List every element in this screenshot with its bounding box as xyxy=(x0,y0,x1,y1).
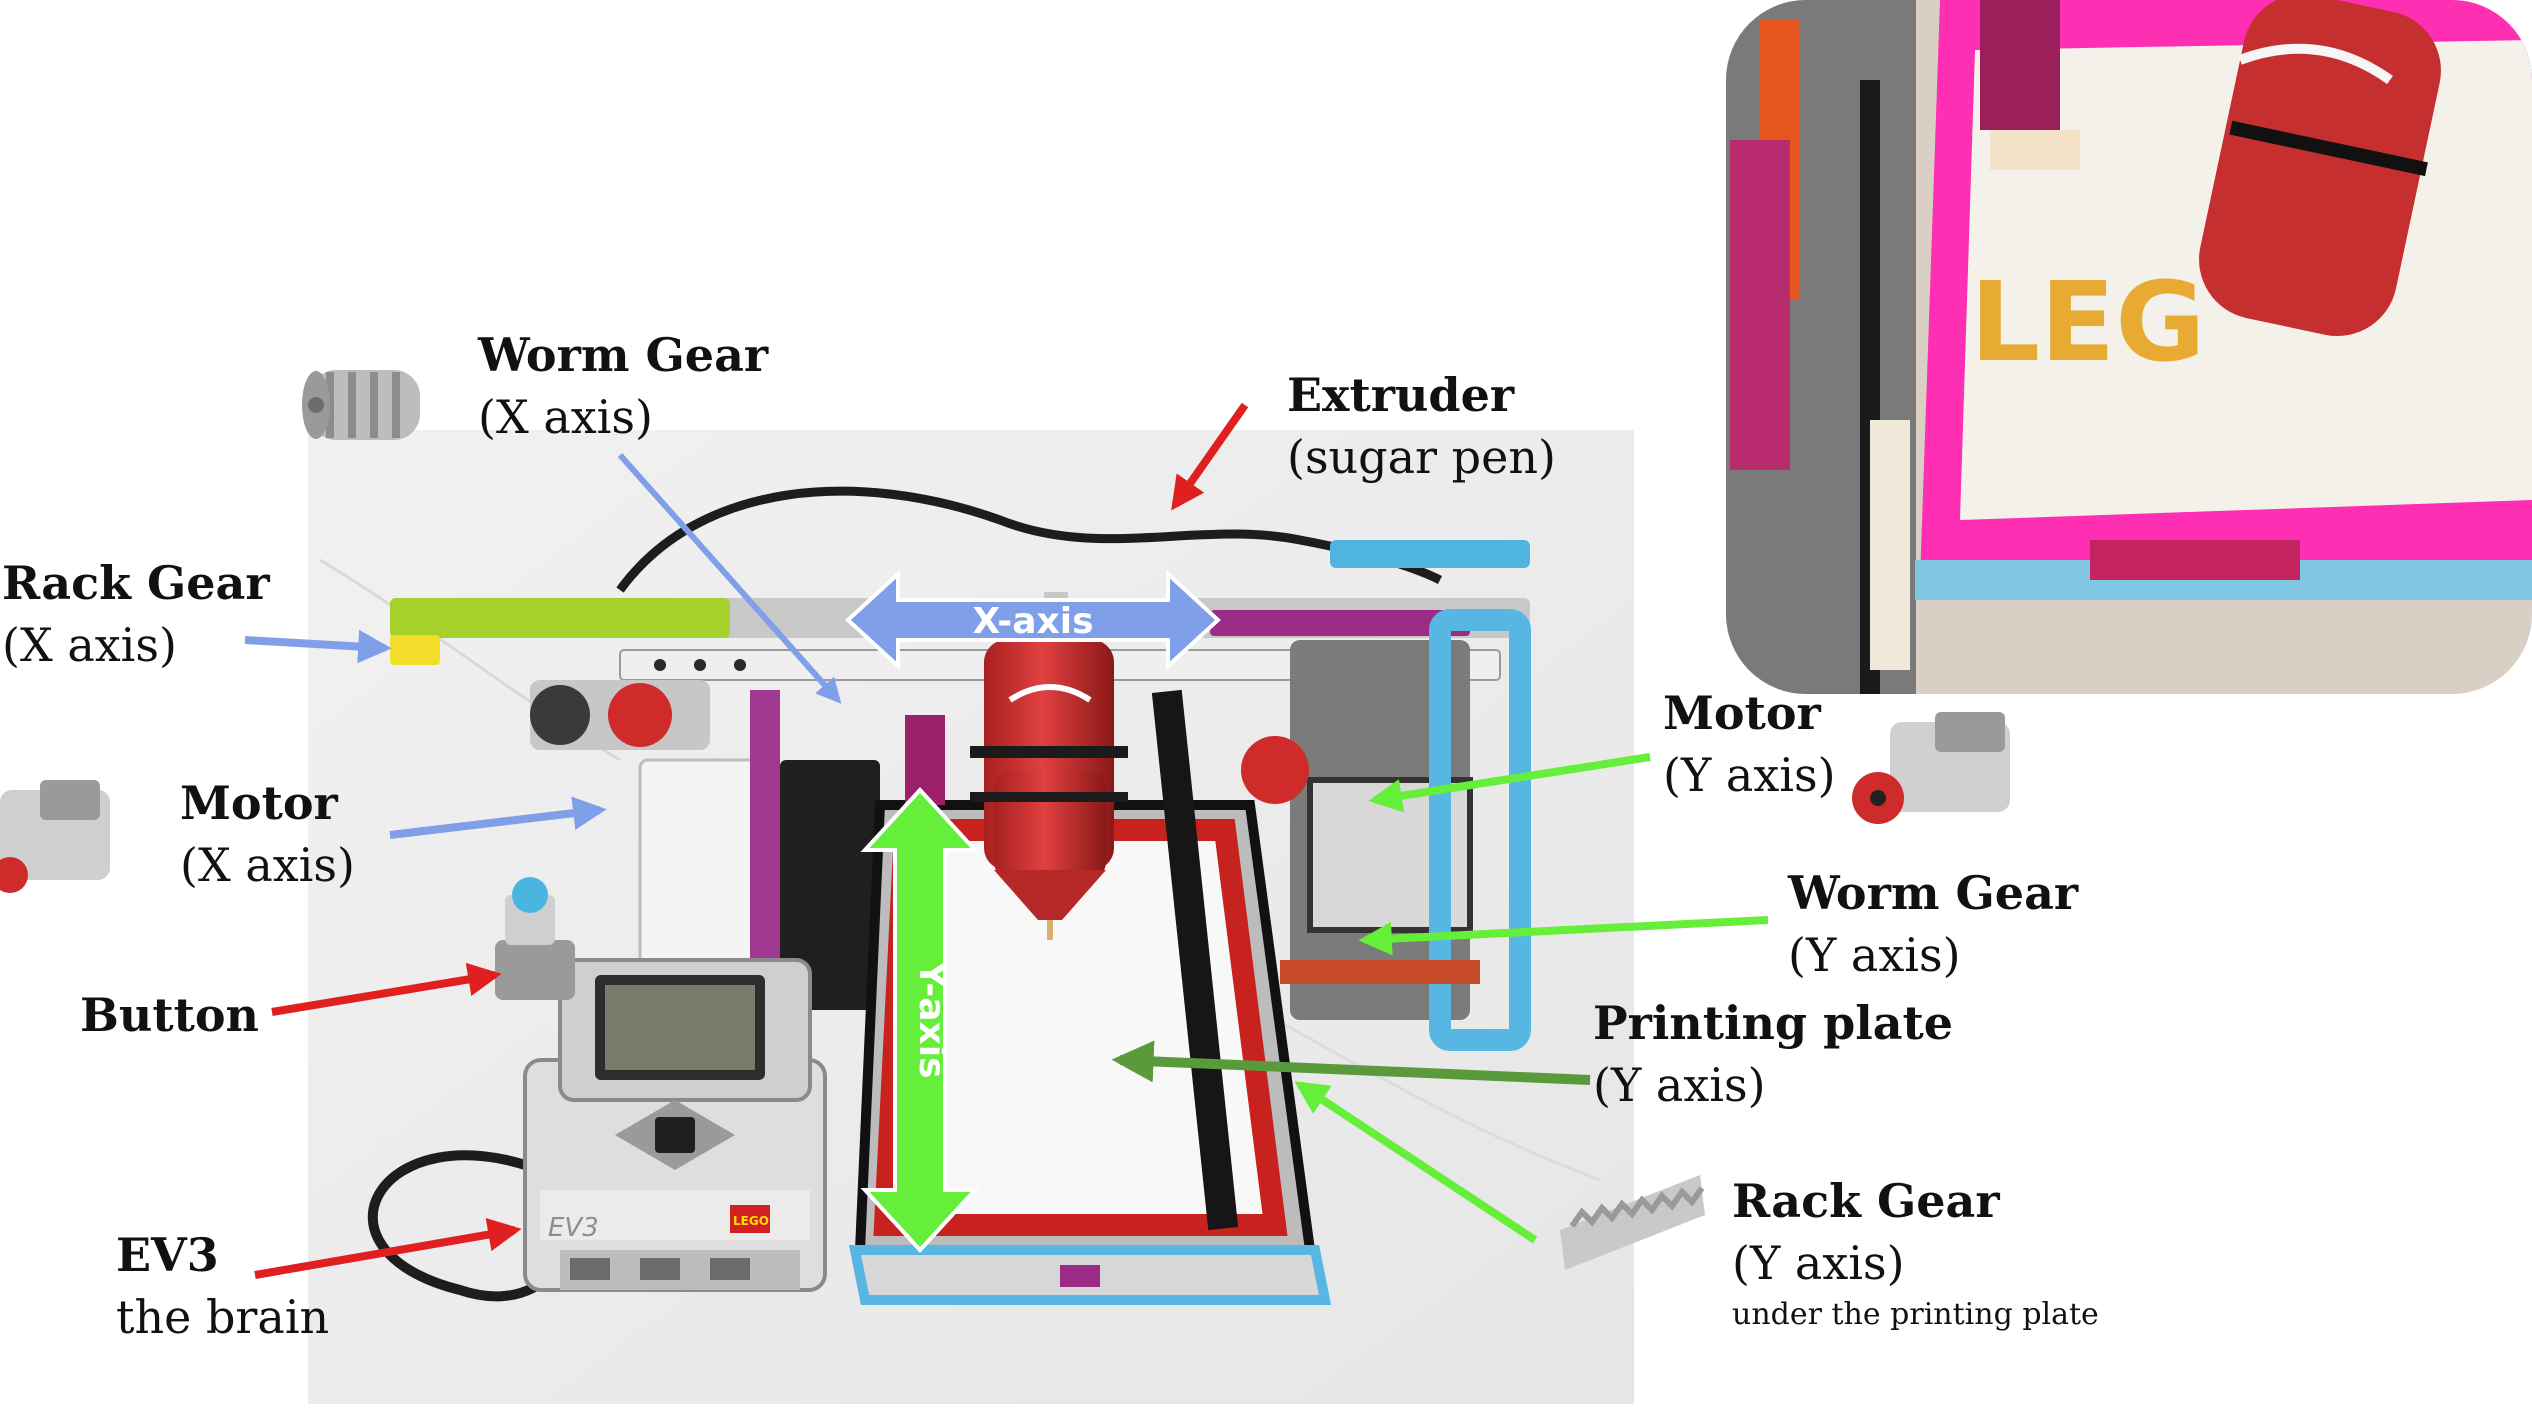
label-title: Worm Gear xyxy=(478,328,769,382)
label-sub: (sugar pen) xyxy=(1287,430,1556,484)
ev3-arrow xyxy=(254,1218,522,1279)
motor-icon xyxy=(0,780,110,893)
label-sub: (Y axis) xyxy=(1788,928,1961,982)
x-axis-arrow: X-axis xyxy=(845,569,1221,671)
label-title: Worm Gear xyxy=(1788,866,2079,920)
button-arrow xyxy=(271,962,502,1016)
printing-plate-arrow xyxy=(1111,1040,1591,1085)
inset-photo: LEG xyxy=(1726,0,2532,694)
label-sub: (X axis) xyxy=(2,618,177,672)
extruder-arrow xyxy=(1171,402,1249,511)
label-title: Rack Gear xyxy=(1732,1174,2000,1228)
printer-photo: EV3 LEGO X-axis xyxy=(308,430,1634,1404)
ev3-label: EV3 the brain xyxy=(116,1232,329,1340)
rack-gear-x-label: Rack Gear (X axis) xyxy=(2,560,270,668)
motor-y-label: Motor (Y axis) xyxy=(1663,690,1836,798)
rack-gear-y-arrow xyxy=(1294,1081,1538,1244)
motor-x-arrow xyxy=(389,796,607,839)
y-axis-label: Y-axis xyxy=(911,961,952,1079)
label-title: Motor xyxy=(180,776,338,830)
label-sub: (X axis) xyxy=(180,838,355,892)
rack-gear-x-arrow xyxy=(244,629,392,664)
label-title: Button xyxy=(80,988,259,1042)
ev3-brick: EV3 LEGO xyxy=(523,958,827,1292)
worm-gear-icon xyxy=(302,370,420,440)
label-sub: (Y axis) xyxy=(1732,1236,1905,1290)
inset-print-text: LEG xyxy=(1970,258,2206,386)
worm-gear-y-label: Worm Gear (Y axis) xyxy=(1788,870,2078,978)
pointer-arrows xyxy=(244,402,1769,1279)
worm-gear-x-label: Worm Gear (X axis) xyxy=(478,332,768,440)
x-axis-label: X-axis xyxy=(972,601,1093,642)
label-sub: the brain xyxy=(116,1290,330,1344)
rack-gear-y-label: Rack Gear (Y axis) under the printing pl… xyxy=(1732,1178,2099,1330)
label-title: Motor xyxy=(1663,686,1821,740)
label-title: Rack Gear xyxy=(2,556,270,610)
ev3-brick-text: EV3 xyxy=(548,1213,599,1243)
label-title: Extruder xyxy=(1287,368,1515,422)
label-note: under the printing plate xyxy=(1732,1297,2099,1332)
extruder-label: Extruder (sugar pen) xyxy=(1287,372,1556,480)
label-title: EV3 xyxy=(116,1228,219,1282)
printing-plate-label: Printing plate (Y axis) xyxy=(1593,1000,1953,1108)
lego-logo-text: LEGO xyxy=(733,1214,769,1228)
label-sub: (Y axis) xyxy=(1663,748,1836,802)
worm-gear-x-arrow xyxy=(617,453,842,704)
label-sub: (X axis) xyxy=(478,390,653,444)
label-title: Printing plate xyxy=(1593,996,1954,1050)
motor-y-arrow xyxy=(1368,753,1651,813)
y-axis-arrow: Y-axis xyxy=(860,787,980,1253)
rack-gear-icon xyxy=(1560,1175,1705,1270)
button-label: Button xyxy=(80,992,259,1038)
motor-x-label: Motor (X axis) xyxy=(180,780,355,888)
worm-gear-y-arrow xyxy=(1358,916,1769,956)
label-sub: (Y axis) xyxy=(1593,1058,1766,1112)
motor-icon xyxy=(1852,712,2010,824)
